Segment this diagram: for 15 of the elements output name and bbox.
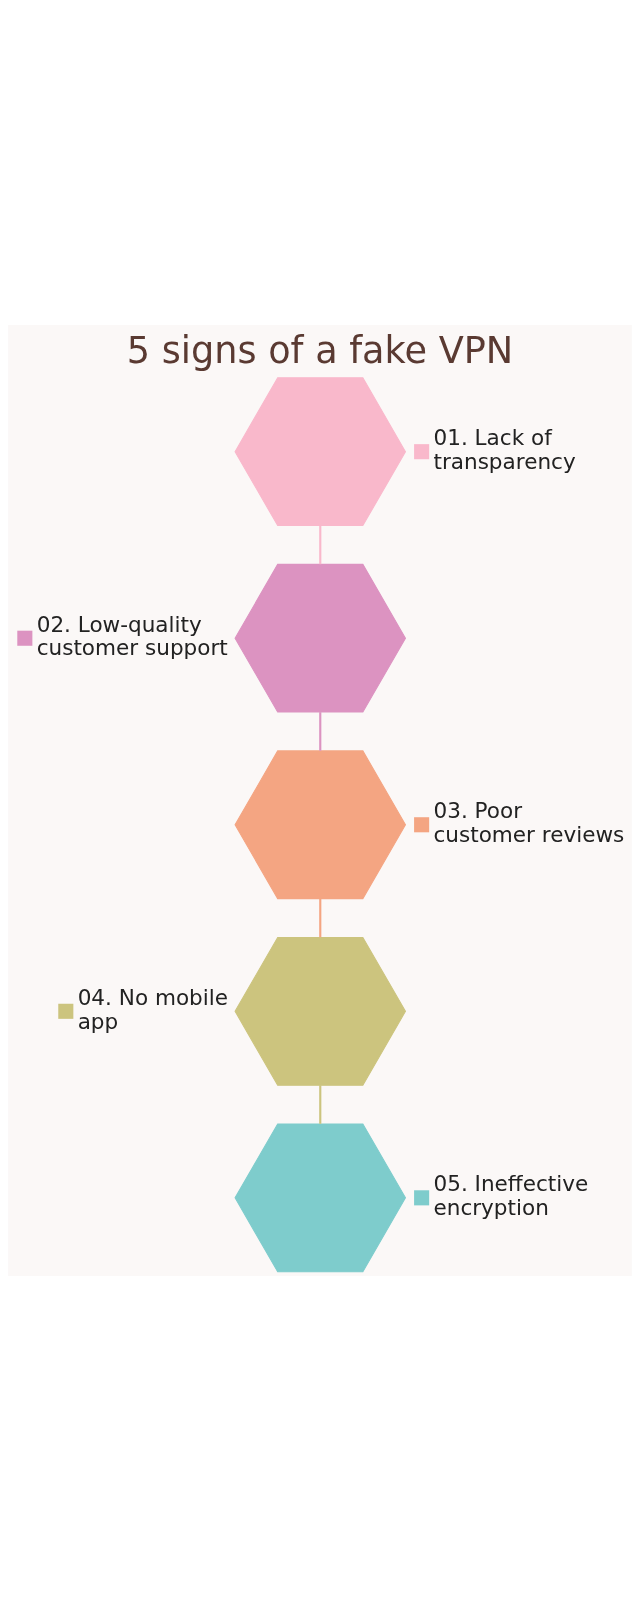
node-label: 02. Low-quality customer support bbox=[36, 611, 228, 660]
node-label: 03. Poor customer reviews bbox=[433, 797, 625, 847]
connector bbox=[319, 898, 322, 937]
node-hexagon bbox=[234, 1122, 407, 1272]
node-label: 05. Ineffective encryption bbox=[433, 1170, 589, 1220]
node-hexagon bbox=[234, 376, 407, 526]
connector bbox=[319, 525, 322, 564]
node-hexagon bbox=[234, 936, 407, 1086]
connector bbox=[319, 711, 322, 751]
node-label: 01. Lack of transparency bbox=[433, 424, 576, 474]
node-label: 04. No mobile app bbox=[77, 984, 229, 1034]
diagram-title: 5 signs of a fake VPN bbox=[126, 328, 514, 372]
connector bbox=[319, 1084, 322, 1124]
node-hexagon bbox=[234, 749, 407, 899]
node-hexagon bbox=[234, 563, 407, 713]
